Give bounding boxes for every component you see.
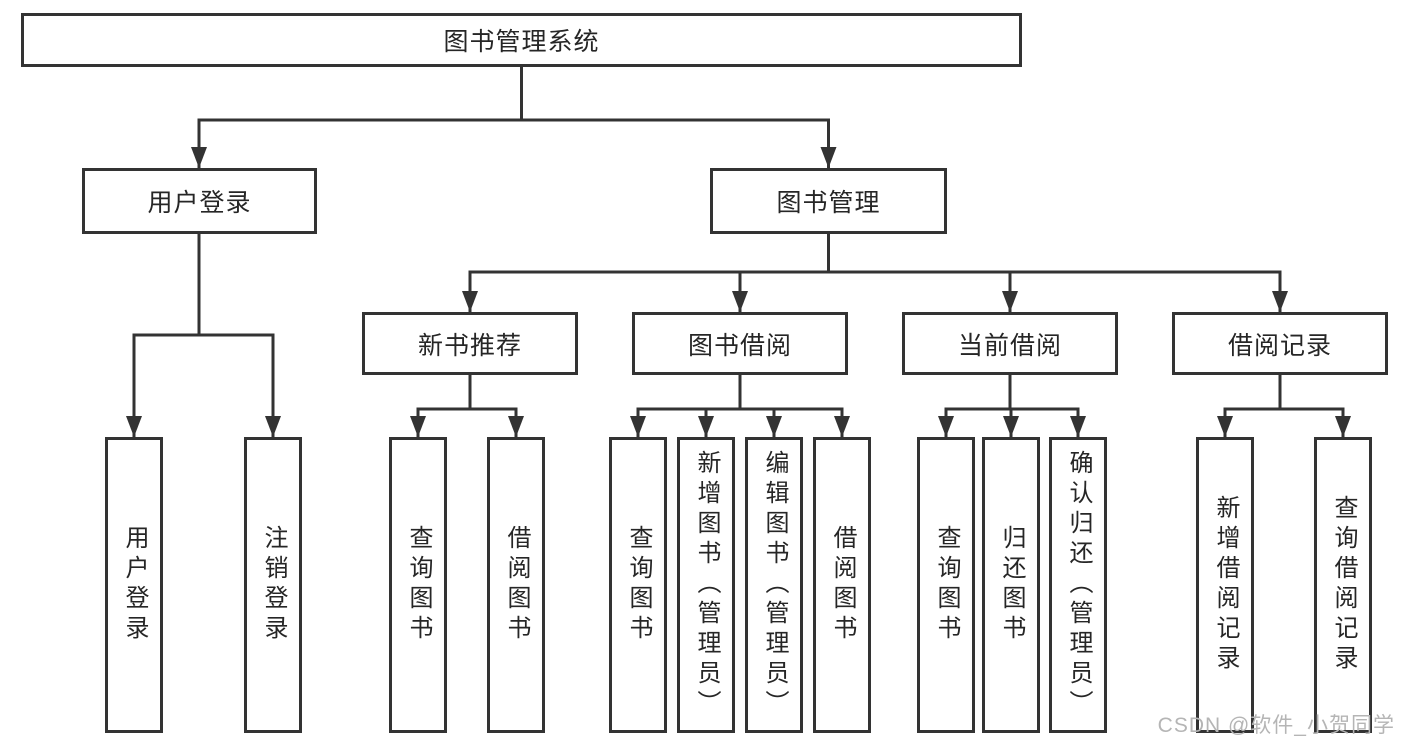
leaf-add-borrow-record: 新增借阅记录 xyxy=(1196,437,1254,733)
leaf-edit-book-admin: 编辑图书（管理员） xyxy=(745,437,803,733)
node-new-book-recommend: 新书推荐 xyxy=(362,312,578,375)
node-borrow-record: 借阅记录 xyxy=(1172,312,1388,375)
leaf-user-login: 用户登录 xyxy=(105,437,163,733)
leaf-confirm-return-admin: 确认归还（管理员） xyxy=(1049,437,1107,733)
leaf-borrow-book-2: 借阅图书 xyxy=(813,437,871,733)
node-user-login-group: 用户登录 xyxy=(82,168,317,234)
leaf-add-book-admin: 新增图书（管理员） xyxy=(677,437,735,733)
leaf-query-book-3: 查询图书 xyxy=(917,437,975,733)
leaf-borrow-book-1: 借阅图书 xyxy=(487,437,545,733)
node-current-borrow: 当前借阅 xyxy=(902,312,1118,375)
leaf-query-book-1: 查询图书 xyxy=(389,437,447,733)
watermark-text: CSDN @软件_小贺同学 xyxy=(1157,714,1395,737)
leaf-return-book: 归还图书 xyxy=(982,437,1040,733)
node-book-management-group: 图书管理 xyxy=(710,168,947,234)
leaf-logout: 注销登录 xyxy=(244,437,302,733)
leaf-query-book-2: 查询图书 xyxy=(609,437,667,733)
leaf-query-borrow-record: 查询借阅记录 xyxy=(1314,437,1372,733)
node-root-system: 图书管理系统 xyxy=(21,13,1022,67)
node-book-borrow: 图书借阅 xyxy=(632,312,848,375)
